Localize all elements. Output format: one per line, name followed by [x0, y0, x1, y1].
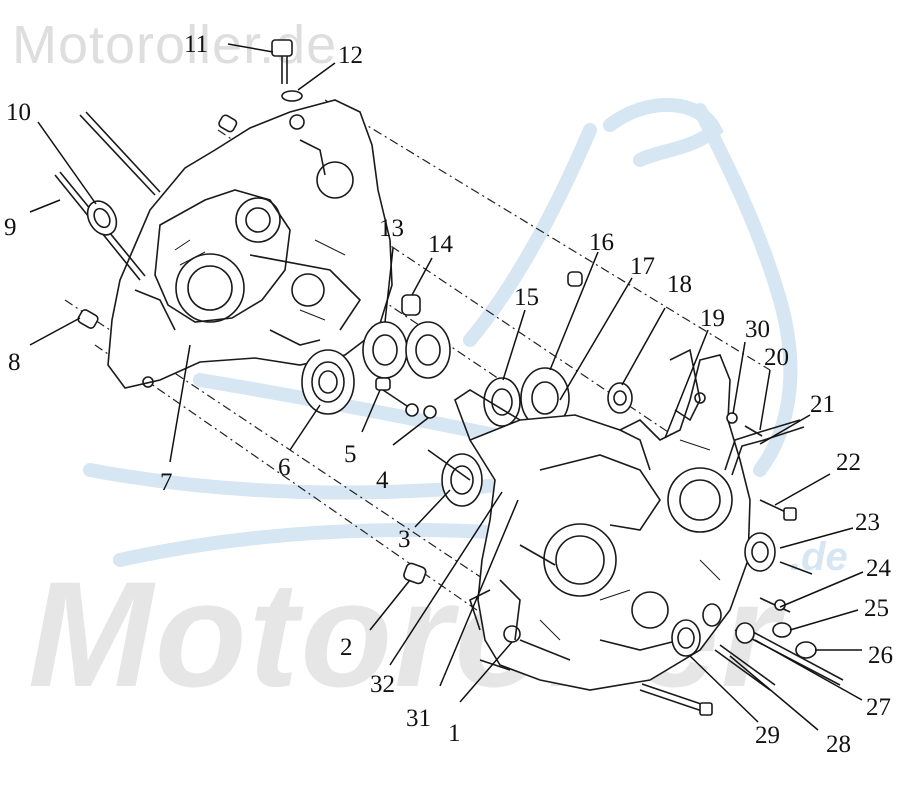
label-13: 13 [379, 215, 404, 242]
label-4: 4 [376, 467, 389, 494]
label-31: 31 [406, 705, 431, 732]
part-18-oil-seal [607, 382, 633, 414]
part-25-washer [772, 622, 792, 638]
label-7: 7 [160, 469, 173, 496]
part-5-bolt [375, 377, 411, 409]
part-6-bearing [301, 349, 355, 415]
label-6: 6 [278, 454, 291, 481]
label-9: 9 [4, 214, 17, 241]
part-30-screw [726, 412, 738, 424]
label-15: 15 [514, 284, 539, 311]
part-21-pipe [724, 419, 805, 476]
part-19-gear-shaft [619, 429, 651, 471]
label-26: 26 [868, 642, 893, 669]
part-2-dowel [403, 562, 427, 585]
label-17: 17 [630, 253, 655, 280]
part-14-dowel [401, 294, 421, 316]
label-25: 25 [864, 595, 889, 622]
part-28-bolt [714, 644, 776, 691]
label-21: 21 [810, 391, 835, 418]
label-16: 16 [589, 229, 614, 256]
label-20: 20 [764, 344, 789, 371]
label-19: 19 [700, 305, 725, 332]
label-22: 22 [836, 449, 861, 476]
part-10-stud-and-seal [79, 111, 161, 236]
watermark-small-text: .de [790, 535, 848, 579]
part-4-nut [405, 403, 437, 419]
part-8-dowel [77, 309, 99, 329]
leader-lines [29, 43, 864, 731]
part-23-oil-seal [744, 532, 813, 575]
right-crankcase-half [454, 348, 751, 691]
part-1-bolt [639, 683, 713, 716]
label-5: 5 [344, 441, 357, 468]
part-labels: 11 12 10 9 8 7 6 5 4 3 2 32 31 1 13 14 1… [4, 31, 893, 758]
label-29: 29 [755, 722, 780, 749]
part-13-bearing [362, 321, 451, 379]
label-24: 24 [866, 555, 892, 582]
part-11-bolt [271, 39, 293, 84]
label-30: 30 [745, 316, 770, 343]
label-32: 32 [370, 671, 395, 698]
part-16-dowel [567, 271, 583, 287]
label-1: 1 [448, 720, 461, 747]
label-23: 23 [855, 509, 880, 536]
label-2: 2 [340, 634, 353, 661]
part-20-bolt [744, 425, 763, 437]
label-11: 11 [184, 31, 208, 58]
label-14: 14 [428, 231, 454, 258]
label-12: 12 [338, 42, 363, 69]
part-29-oil-seal [671, 603, 722, 657]
label-10: 10 [6, 99, 31, 126]
label-28: 28 [826, 731, 851, 758]
part-31-bolt [519, 544, 556, 566]
part-12-washer [281, 90, 303, 102]
top-dowel [218, 114, 238, 133]
left-crankcase-half [107, 99, 393, 389]
label-27: 27 [866, 694, 891, 721]
label-18: 18 [667, 271, 692, 298]
part-22-bolt [759, 499, 797, 521]
part-16-bearing [520, 367, 570, 429]
label-3: 3 [398, 526, 411, 553]
part-3-oil-seal [427, 449, 483, 507]
part-24-bolt [759, 597, 791, 613]
label-8: 8 [8, 349, 21, 376]
